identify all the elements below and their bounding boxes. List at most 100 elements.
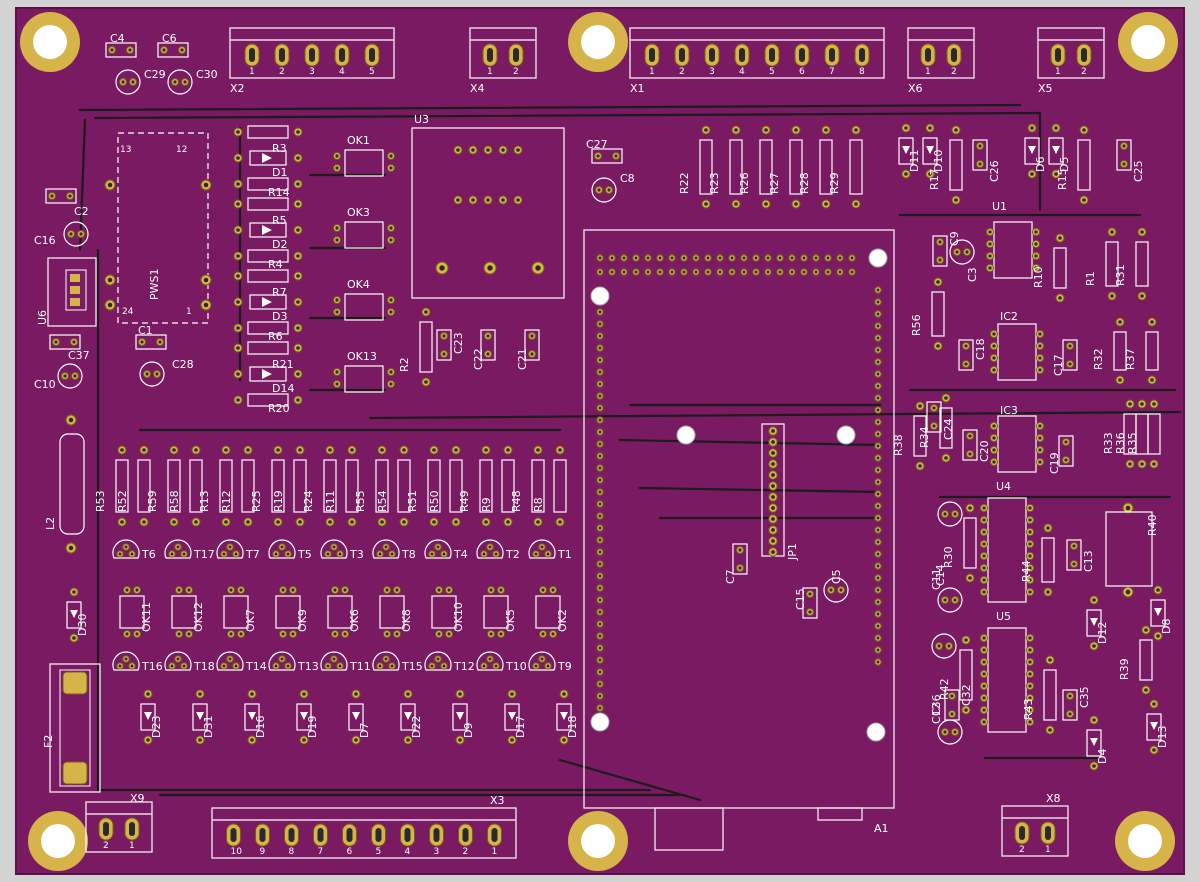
capacitor-C10[interactable]: C10 [34,363,83,391]
resistor-R31[interactable]: R31 [1114,227,1149,301]
capacitor-C15[interactable]: C15 [794,587,818,619]
capacitor-C2[interactable]: C2 [45,188,89,218]
transistor-T6[interactable]: T6 [112,539,156,561]
resistor-R52[interactable]: R52 [116,445,151,527]
transistor-T13[interactable]: T13 [268,651,319,673]
capacitor-C21[interactable]: C21 [516,329,540,370]
capacitor-C19[interactable]: C19 [1048,435,1074,474]
resistor-R53[interactable]: R53 [94,445,129,527]
resistor-R37[interactable]: R37 [1124,317,1159,385]
diode-D14[interactable]: D14 [233,366,303,395]
capacitor-C17[interactable]: C17 [1052,339,1078,376]
capacitor-C35[interactable]: C35 [1062,686,1091,721]
ic-U4[interactable]: U4 [979,480,1035,603]
resistor-R55[interactable]: R55 [354,445,389,527]
resistor-R7[interactable]: R7 [233,269,303,299]
diode-D12[interactable]: D12 [1086,595,1109,651]
capacitor-C27[interactable]: C27 [586,138,623,164]
transistor-T2[interactable]: T2 [476,539,520,561]
resistor-R9[interactable]: R9 [480,445,515,527]
optocoupler-OK8[interactable]: OK8 [379,586,413,638]
resistor-R58[interactable]: R58 [168,445,203,527]
resistor-R2[interactable]: R2 [398,307,433,387]
resistor-R25[interactable]: R25 [250,445,285,527]
diode-D2[interactable]: D2 [233,222,303,251]
capacitor-C13[interactable]: C13 [1066,539,1095,572]
resistor-R59[interactable]: R59 [146,445,181,527]
diode-D30[interactable]: D30 [66,587,89,643]
diode-D1[interactable]: D1 [233,150,303,179]
diode-D23[interactable]: D23 [140,689,163,745]
resistor-R26[interactable]: R26 [738,125,773,209]
ic-IC2[interactable]: IC2 [989,310,1045,381]
capacitor-C11[interactable]: C11 [930,568,963,613]
diode-D4[interactable]: D4 [1086,715,1109,771]
resistor-R56[interactable]: R56 [910,277,945,351]
resistor-R20[interactable]: R20 [233,393,303,415]
transistor-T9[interactable]: T9 [528,651,572,673]
resistor-R22[interactable]: R22 [678,125,713,209]
diode-D16[interactable]: D16 [244,689,267,745]
transistor-T4[interactable]: T4 [424,539,468,561]
capacitor-C23[interactable]: C23 [436,329,465,361]
ic-U5[interactable]: U5 [979,610,1035,733]
capacitor-C36[interactable]: C36 [930,633,957,716]
module-f2[interactable]: F2 [42,663,101,793]
module-a1[interactable]: A1 [583,229,895,851]
transistor-T14[interactable]: T14 [216,651,267,673]
resistor-R48[interactable]: R48 [510,445,545,527]
module-u6[interactable]: U6 [36,257,97,327]
optocoupler-OK9[interactable]: OK9 [275,586,309,638]
resistor-R5[interactable]: R5 [233,197,303,227]
diode-D18[interactable]: D18 [556,689,579,745]
transistor-T8[interactable]: T8 [372,539,416,561]
resistor-R24[interactable]: R24 [302,445,337,527]
optocoupler-OK10[interactable]: OK10 [431,586,465,638]
optocoupler-OK4[interactable]: OK4 [333,278,395,321]
optocoupler-OK7[interactable]: OK7 [223,586,257,638]
transistor-T1[interactable]: T1 [528,539,572,561]
resistor-R32[interactable]: R32 [1092,317,1127,385]
capacitor-C22[interactable]: C22 [472,329,496,370]
capacitor-C12[interactable]: C12 [930,702,963,745]
transistor-T12[interactable]: T12 [424,651,475,673]
resistor-R50[interactable]: R50 [428,445,463,527]
resistor-R44[interactable]: R44 [1020,523,1055,597]
ic-IC3[interactable]: IC3 [989,404,1045,473]
capacitor-C6[interactable]: C6 [157,32,189,58]
capacitor-C29[interactable]: C29 [115,68,166,95]
capacitor-C18[interactable]: C18 [958,338,987,371]
resistor-R49[interactable]: R49 [458,445,493,527]
transistor-T17[interactable]: T17 [164,539,215,561]
transistor-T16[interactable]: T16 [112,651,163,673]
diode-D3[interactable]: D3 [233,294,303,323]
diode-D10[interactable]: D10 [922,123,945,179]
capacitor-C7[interactable]: C7 [724,543,748,584]
optocoupler-OK5[interactable]: OK5 [483,586,517,638]
resistor-R12[interactable]: R12 [220,445,255,527]
diode-D8[interactable]: D8 [1150,585,1173,641]
diode-D22[interactable]: D22 [400,689,423,745]
diode-D9[interactable]: D9 [452,689,475,745]
resistor-R3[interactable]: R3 [233,125,303,155]
module-u3[interactable]: U3 [411,113,565,299]
diode-D17[interactable]: D17 [504,689,527,745]
resistor-R10[interactable]: R10 [1032,233,1067,303]
resistor-R51[interactable]: R51 [406,445,441,527]
capacitor-C14[interactable]: C14 [934,501,963,586]
capacitor-C9[interactable]: C9 [932,231,961,267]
diode-D5[interactable]: D5 [1048,123,1071,179]
resistor-R21[interactable]: R21 [233,341,303,371]
capacitor-C3[interactable]: C3 [949,239,979,282]
resistor-R33[interactable]: R33 [1102,399,1137,469]
diode-D6[interactable]: D6 [1024,123,1047,179]
capacitor-C25[interactable]: C25 [1116,139,1145,182]
resistor-R8[interactable]: R8 [532,445,567,527]
resistor-R36[interactable]: R36 [1114,399,1149,469]
diode-D19[interactable]: D19 [296,689,319,745]
